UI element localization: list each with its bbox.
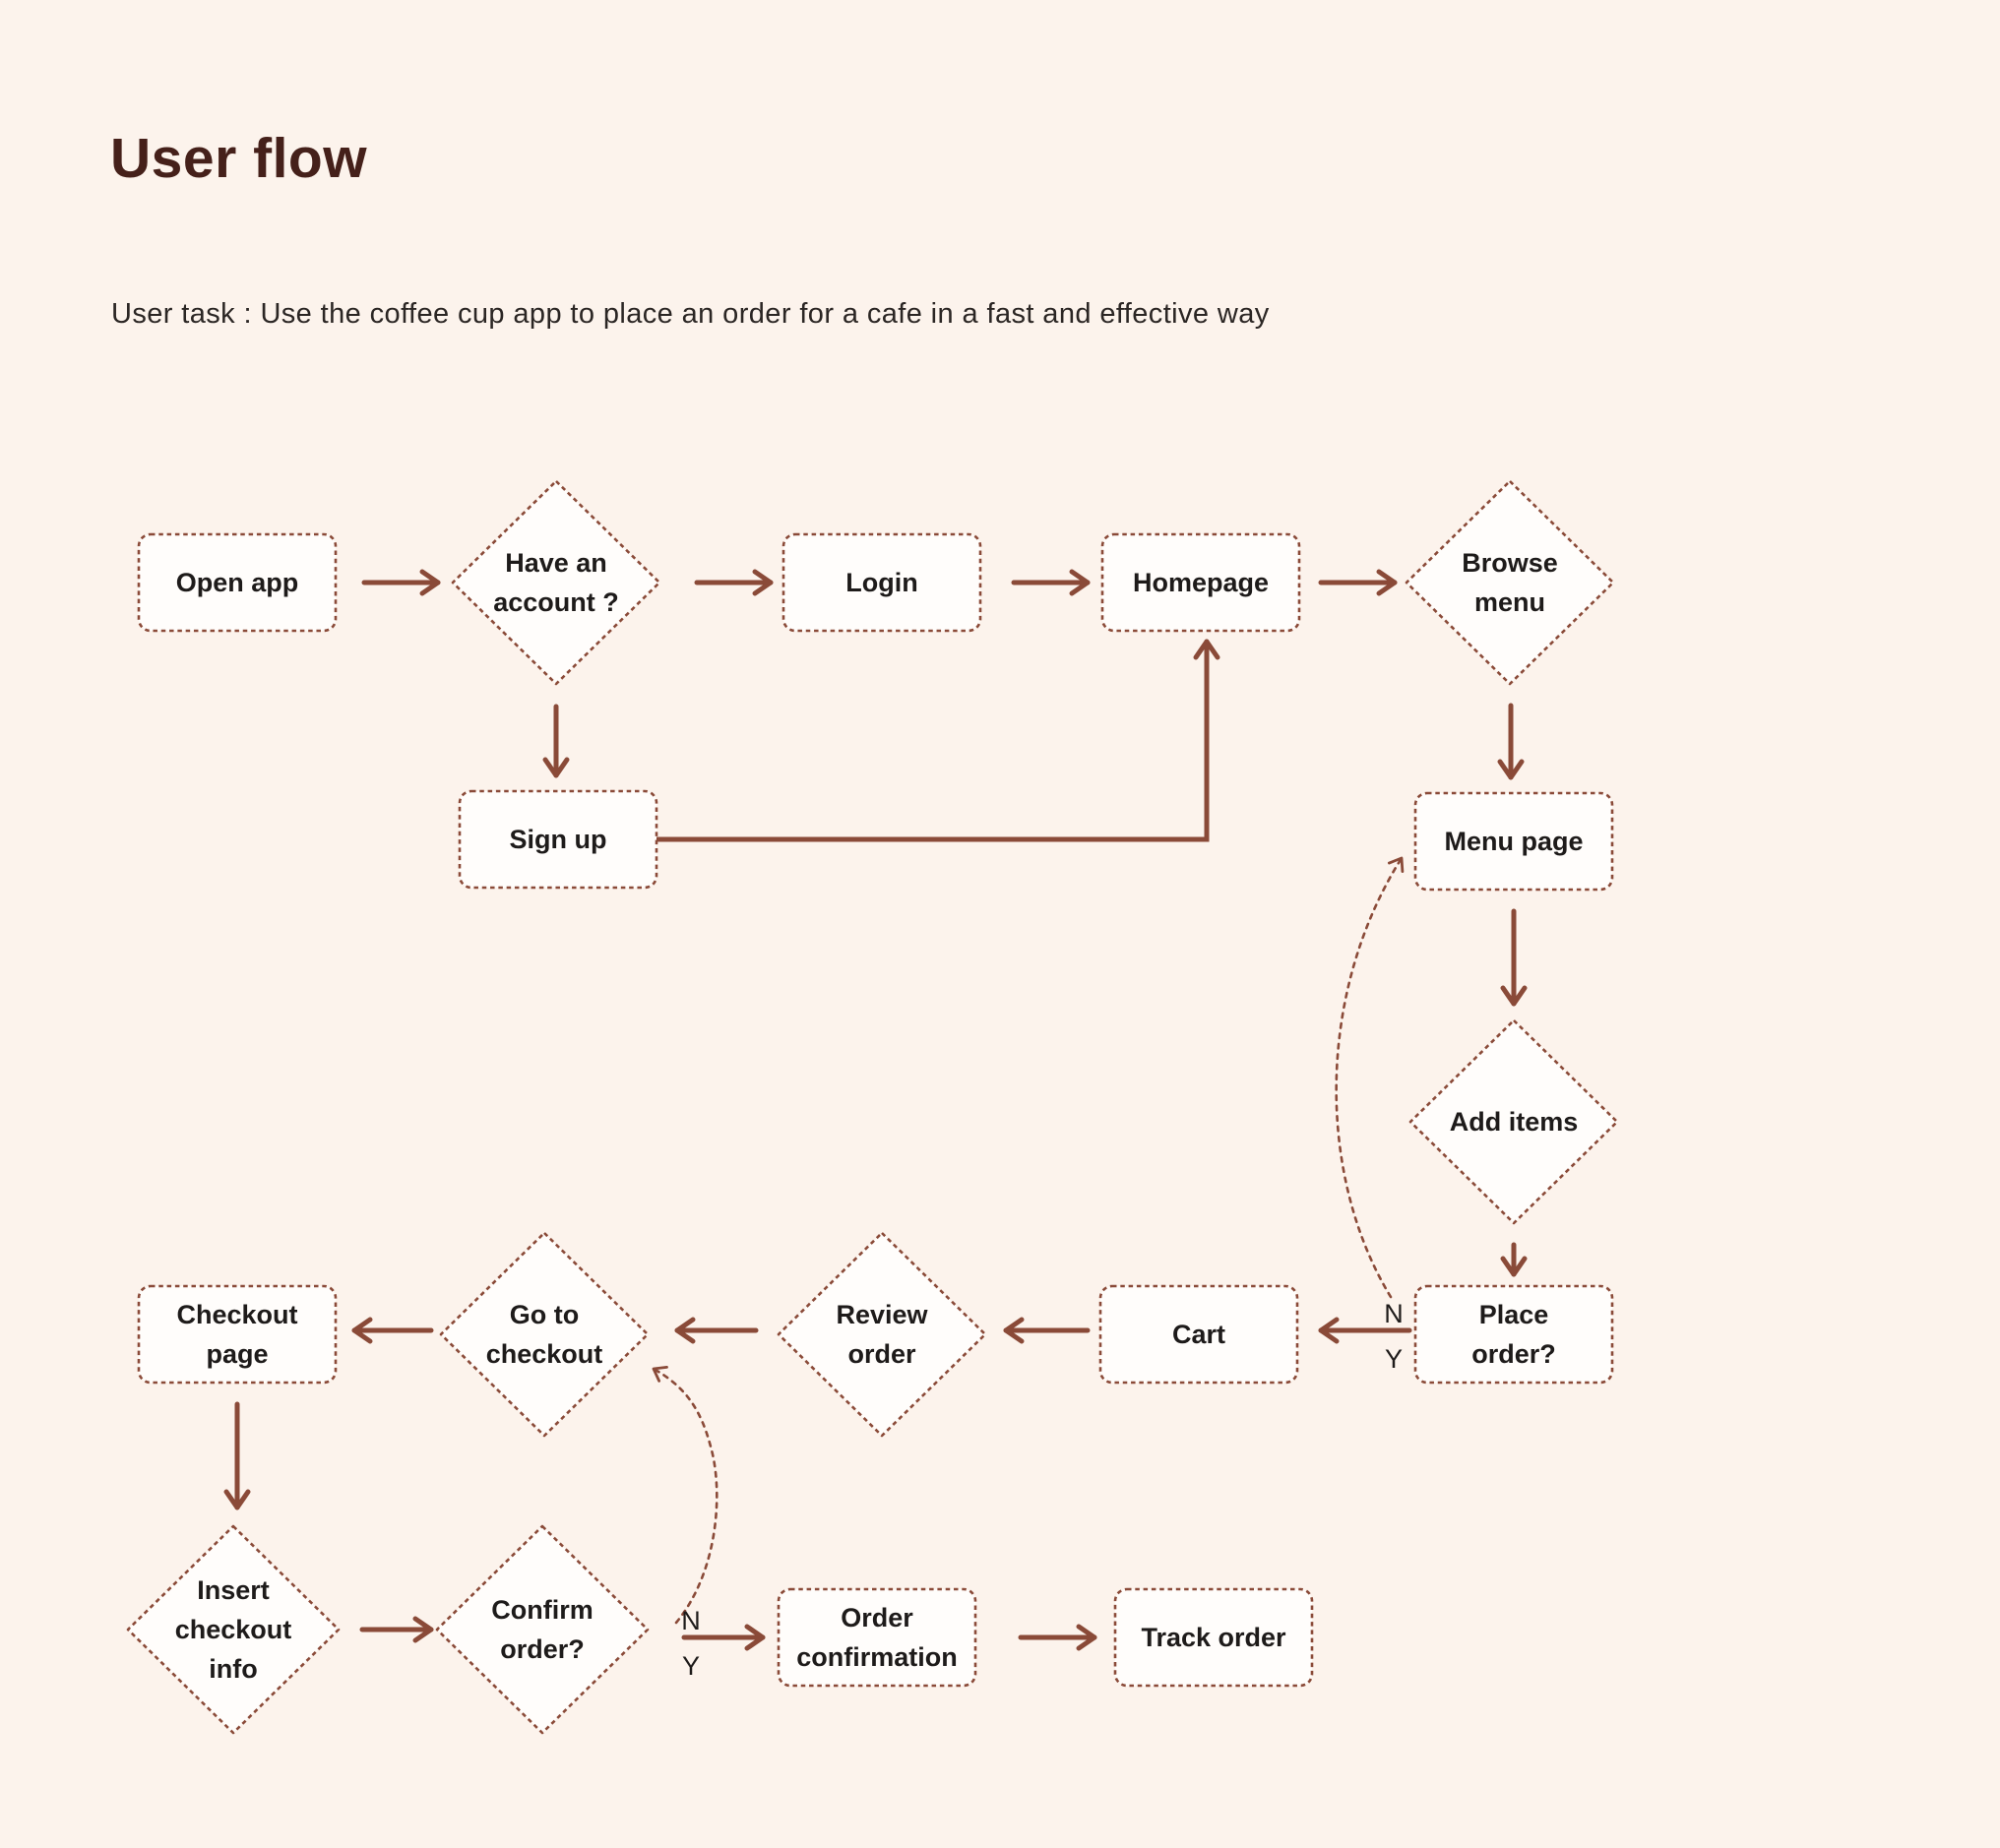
order-confirmation-label-line1: Order: [841, 1603, 913, 1632]
insert-checkout-info-diamond: [126, 1524, 341, 1735]
have-account-label-line2: account ?: [493, 587, 619, 617]
edge-place-order-no-loop-to-menu-page: [1335, 856, 1405, 1299]
node-login: Login: [781, 532, 982, 633]
insert-info-label-line2: checkout: [175, 1615, 292, 1644]
cart-box: [1098, 1284, 1299, 1385]
homepage-label: Homepage: [1133, 568, 1269, 597]
go-checkout-diamond: [439, 1231, 650, 1438]
confirm-order-diamond: [435, 1524, 650, 1735]
have-account-diamond: [451, 479, 661, 686]
browse-menu-label-line1: Browse: [1462, 548, 1558, 578]
order-confirmation-label-line2: confirmation: [796, 1642, 958, 1672]
add-items-label: Add items: [1450, 1107, 1579, 1137]
insert-info-label-line1: Insert: [197, 1575, 270, 1605]
place-order-label-line2: order?: [1471, 1339, 1556, 1369]
login-label: Login: [845, 568, 917, 597]
node-cart: Cart: [1098, 1284, 1299, 1385]
track-order-box: [1113, 1587, 1314, 1688]
node-go-checkout: Go to checkout: [439, 1231, 650, 1438]
node-homepage: Homepage: [1100, 532, 1301, 633]
confirm-order-label-line2: order?: [500, 1634, 585, 1664]
page-title: User flow: [110, 127, 368, 190]
review-order-label-line2: order: [847, 1339, 916, 1369]
user-task-subtitle: User task : Use the coffee cup app to pl…: [111, 298, 1270, 330]
node-browse-menu: Browse menu: [1405, 479, 1615, 686]
menu-page-label: Menu page: [1444, 827, 1583, 856]
have-account-label-line1: Have an: [505, 548, 607, 578]
node-track-order: Track order: [1113, 1587, 1314, 1688]
confirm-order-label-line1: Confirm: [491, 1595, 594, 1625]
confirm-order-yes-label: Y: [682, 1651, 700, 1681]
sign-up-label: Sign up: [510, 825, 607, 854]
go-checkout-label-line1: Go to: [510, 1300, 579, 1329]
cart-label: Cart: [1172, 1320, 1225, 1349]
node-open-app: Open app: [137, 532, 338, 633]
open-app-box: [137, 532, 338, 633]
menu-page-box: [1413, 791, 1614, 892]
node-place-order: Place order?: [1413, 1284, 1614, 1385]
node-add-items: Add items: [1408, 1018, 1619, 1225]
checkout-page-label-line1: Checkout: [176, 1300, 297, 1329]
add-items-diamond: [1408, 1018, 1619, 1225]
sign-up-box: [458, 789, 658, 890]
homepage-box: [1100, 532, 1301, 633]
order-confirmation-box: [777, 1587, 977, 1688]
browse-menu-label-line2: menu: [1474, 587, 1545, 617]
go-checkout-label-line2: checkout: [486, 1339, 603, 1369]
node-insert-checkout-info: Insert checkout info: [126, 1524, 341, 1735]
place-order-no-label: N: [1384, 1299, 1404, 1328]
node-have-account: Have an account ?: [451, 479, 661, 686]
checkout-page-box: [137, 1284, 338, 1385]
checkout-page-label-line2: page: [206, 1339, 268, 1369]
node-sign-up: Sign up: [458, 789, 658, 890]
browse-menu-diamond: [1405, 479, 1615, 686]
node-order-confirmation: Order confirmation: [777, 1587, 977, 1688]
edge-confirm-order-no-loop-to-go-checkout: [652, 1366, 719, 1625]
place-order-box: [1413, 1284, 1614, 1385]
place-order-label-line1: Place: [1479, 1300, 1549, 1329]
confirm-order-no-label: N: [681, 1606, 701, 1635]
track-order-label: Track order: [1141, 1623, 1286, 1652]
node-menu-page: Menu page: [1413, 791, 1614, 892]
node-confirm-order: Confirm order?: [435, 1524, 650, 1735]
node-checkout-page: Checkout page: [137, 1284, 338, 1385]
login-box: [781, 532, 982, 633]
insert-info-label-line3: info: [209, 1654, 257, 1684]
place-order-yes-label: Y: [1385, 1344, 1403, 1374]
edge-sign-up-to-homepage: [654, 639, 1220, 842]
review-order-diamond: [777, 1231, 987, 1438]
open-app-label: Open app: [176, 568, 299, 597]
node-review-order: Review order: [777, 1231, 987, 1438]
review-order-label-line1: Review: [836, 1300, 928, 1329]
